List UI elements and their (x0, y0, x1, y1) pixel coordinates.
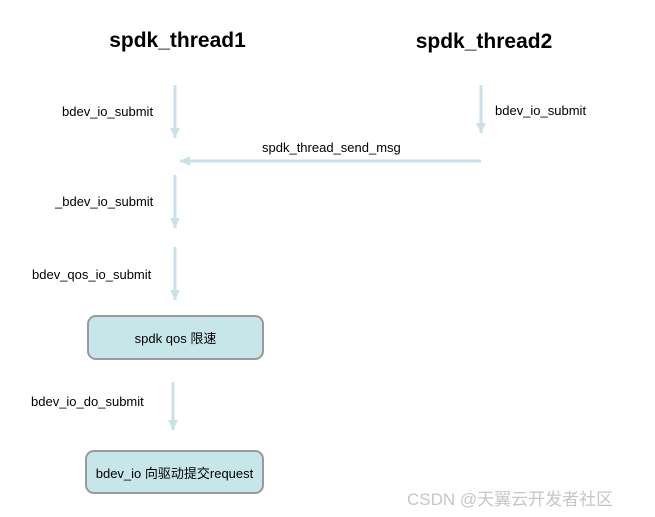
node-spdk-qos-limit: spdk qos 限速 (87, 315, 264, 360)
label-internal-bdev-io-submit: _bdev_io_submit (55, 194, 154, 209)
title-spdk-thread1: spdk_thread1 (109, 29, 246, 52)
node-bdev-io-driver-request: bdev_io 向驱动提交request (85, 450, 264, 494)
label-thread1-bdev-io-submit: bdev_io_submit (62, 104, 154, 119)
label-spdk-thread-send-msg: spdk_thread_send_msg (262, 140, 401, 155)
csdn-watermark: CSDN @天翼云开发者社区 (407, 490, 614, 509)
label-bdev-qos-io-submit: bdev_qos_io_submit (32, 267, 152, 282)
label-bdev-io-do-submit: bdev_io_do_submit (31, 394, 144, 409)
label-thread2-bdev-io-submit: bdev_io_submit (495, 103, 587, 118)
title-spdk-thread2: spdk_thread2 (415, 30, 553, 53)
